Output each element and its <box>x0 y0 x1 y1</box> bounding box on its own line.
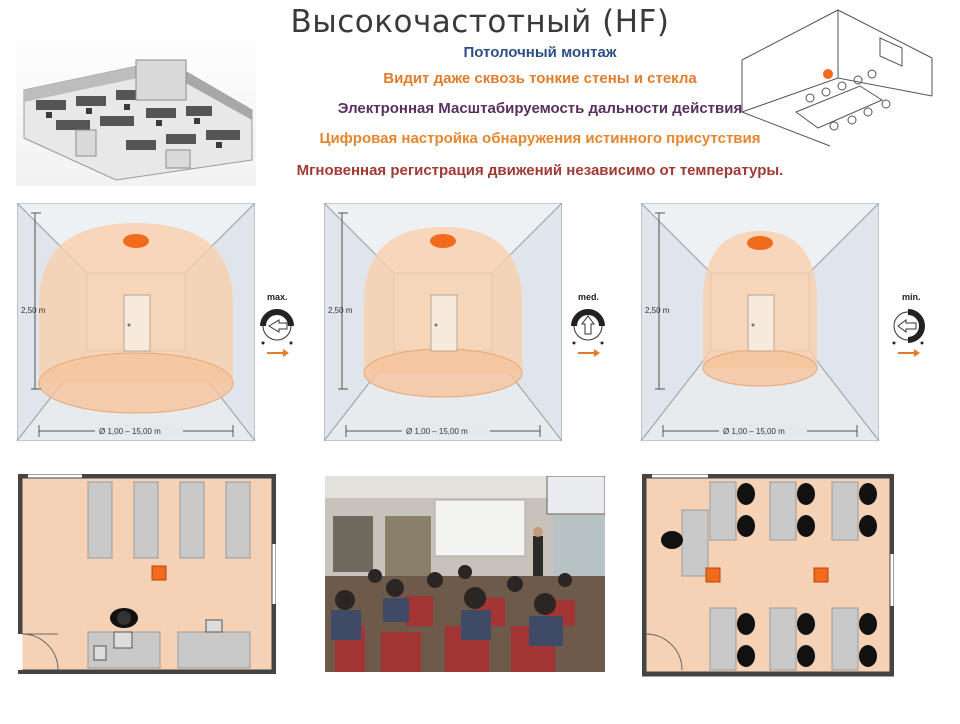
height-label: 2,50 m <box>21 306 46 315</box>
height-label: 2,50 m <box>328 306 353 315</box>
floor-plan-office <box>17 473 277 679</box>
classroom-photo <box>325 475 606 677</box>
knob-label-med: med. <box>578 292 599 302</box>
room-max-diagram: 2,50 m Ø 1,00 – 15,00 m <box>17 203 255 441</box>
feature-instant-motion: Мгновенная регистрация движений независи… <box>296 162 784 179</box>
meeting-room-sketch <box>740 8 934 148</box>
floor-plan-classroom <box>641 473 895 683</box>
feature-ceiling-mount: Потолочный монтаж <box>463 44 617 61</box>
feature-see-through-walls: Видит даже сквозь тонкие стены и стекла <box>383 70 697 87</box>
room-med-diagram: 2,50 m Ø 1,00 – 15,00 m <box>324 203 562 441</box>
knob-label-min: min. <box>902 292 921 302</box>
feature-range-scaling: Электронная Масштабируемость дальности д… <box>337 100 743 117</box>
range-knob-med: med. <box>566 288 622 367</box>
room-coverage-max: 2,50 m Ø 1,00 – 15,00 m <box>17 203 255 441</box>
office-3d-illustration <box>16 20 256 186</box>
diameter-label: Ø 1,00 – 15,00 m <box>723 427 785 436</box>
room-coverage-med: 2,50 m Ø 1,00 – 15,00 m <box>324 203 562 441</box>
height-label: 2,50 m <box>645 306 670 315</box>
feature-digital-presence: Цифровая настройка обнаружения истинного… <box>319 130 761 147</box>
room-coverage-min: 2,50 m Ø 1,00 – 15,00 m <box>641 203 879 441</box>
range-knob-min: min. <box>886 288 946 367</box>
diameter-label: Ø 1,00 – 15,00 m <box>99 427 161 436</box>
range-knob-max: max. <box>255 288 311 367</box>
diameter-label: Ø 1,00 – 15,00 m <box>406 427 468 436</box>
knob-label-max: max. <box>267 292 288 302</box>
room-min-diagram: 2,50 m Ø 1,00 – 15,00 m <box>641 203 879 441</box>
page-title: Высокочастотный (HF) <box>290 4 670 40</box>
